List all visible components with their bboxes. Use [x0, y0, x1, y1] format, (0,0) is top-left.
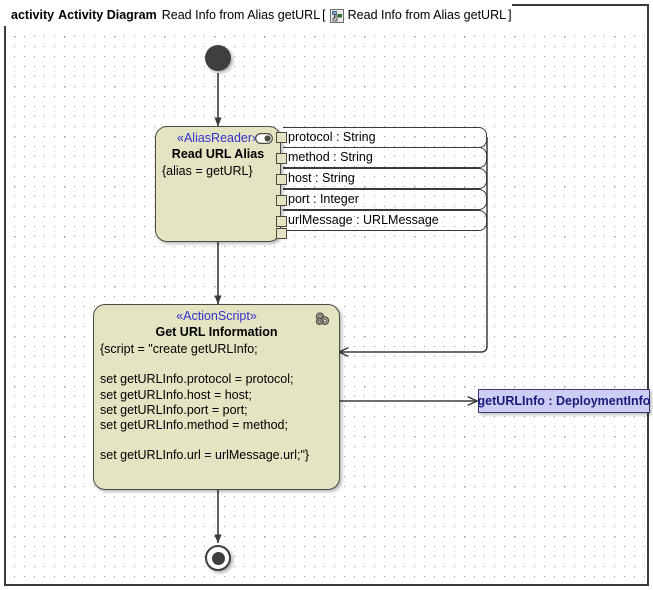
frame-name-label: Read Info from Alias getURL — [162, 8, 320, 22]
node-name: Get URL Information — [94, 325, 339, 339]
pin-label-box[interactable]: method : String — [283, 147, 487, 168]
frame-bracket-open: [ — [322, 8, 325, 22]
callout-pin-icon — [255, 132, 273, 145]
node-body: {alias = getURL} — [156, 161, 280, 179]
action-node-read-url-alias[interactable]: «AliasReader» Read URL Alias {alias = ge… — [155, 126, 281, 242]
frame-qualified-name: Read Info from Alias getURL — [348, 8, 506, 22]
pin-label-text: port : Integer — [288, 192, 359, 206]
output-pin[interactable] — [276, 216, 287, 227]
activity-diagram-icon — [330, 9, 344, 23]
output-pin[interactable] — [276, 195, 287, 206]
pin-label-box[interactable]: port : Integer — [283, 189, 487, 210]
pin-label-box[interactable]: protocol : String — [283, 127, 487, 148]
pin-label-text: method : String — [288, 150, 373, 164]
initial-node[interactable] — [205, 45, 231, 71]
output-pin[interactable] — [276, 228, 287, 239]
frame-type-label: Activity Diagram — [58, 8, 157, 22]
pin-label-box[interactable]: urlMessage : URLMessage — [283, 210, 487, 231]
pin-label-box[interactable]: host : String — [283, 168, 487, 189]
output-pin[interactable] — [276, 174, 287, 185]
pin-label-text: protocol : String — [288, 130, 376, 144]
object-node-deployment-info[interactable]: getURLInfo : DeploymentInfo — [478, 389, 650, 413]
node-stereotype: «ActionScript» — [94, 309, 339, 323]
action-node-get-url-information[interactable]: «ActionScript» Get URL Information {scri… — [93, 304, 340, 490]
output-pin[interactable] — [276, 132, 287, 143]
pin-label-text: urlMessage : URLMessage — [288, 213, 439, 227]
pin-label-text: host : String — [288, 171, 355, 185]
frame-bracket-close: ] — [508, 8, 511, 22]
object-node-label: getURLInfo : DeploymentInfo — [478, 394, 651, 408]
frame-kind-label: activity — [11, 8, 54, 22]
frame-header: activity Activity Diagram Read Info from… — [4, 4, 512, 26]
diagram-frame — [4, 4, 649, 586]
node-name: Read URL Alias — [156, 147, 280, 161]
activity-final-node[interactable] — [205, 545, 231, 571]
node-body: {script = "create getURLInfo; set getURL… — [94, 339, 339, 464]
gears-icon — [314, 311, 331, 327]
output-pin[interactable] — [276, 153, 287, 164]
